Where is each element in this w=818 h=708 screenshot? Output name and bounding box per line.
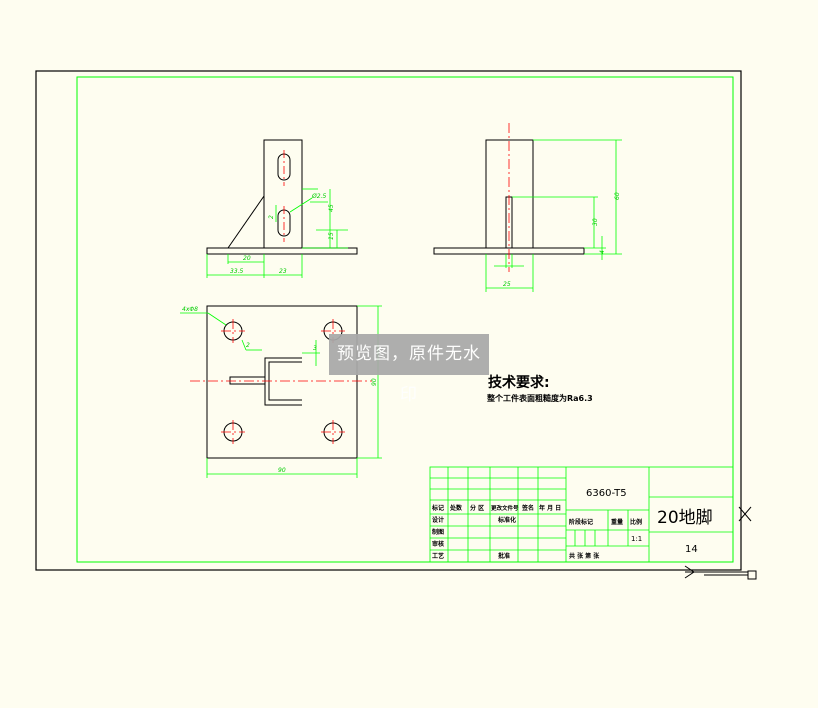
dim-plan-slot: 2 [246, 342, 250, 349]
tb-drawing-number: 6360-T5 [586, 488, 627, 499]
front-view-dimensions [206, 188, 348, 278]
tb-col-mark: 标记 [431, 504, 444, 512]
dim-overall-height: 45 [328, 204, 335, 212]
tech-req-heading: 技术要求: [488, 374, 550, 391]
ucs-arrow-icon [684, 565, 748, 579]
outer-frame [35, 70, 742, 571]
dim-base-right: 23 [279, 268, 287, 275]
tech-req-line: 整个工件表面粗糙度为Ra6.3 [486, 393, 593, 403]
tb-col-date: 年 月 日 [539, 504, 561, 512]
tb-approve: 批准 [498, 552, 510, 560]
tb-col-sign: 签名 [521, 504, 534, 512]
tb-scale-value: 1:1 [631, 535, 642, 543]
tb-weight-label: 重量 [611, 518, 623, 526]
tb-scale-label: 比例 [630, 518, 642, 526]
tb-quantity: 14 [685, 544, 698, 555]
watermark-text: 预览图，原件无水印 [337, 344, 481, 405]
dim-plan-small: 3 [313, 345, 317, 352]
dim-side-small: 4 [599, 250, 606, 254]
tb-col-count: 处数 [449, 504, 463, 512]
tb-sheet-info: 共 张 第 张 [569, 552, 600, 560]
preview-watermark: 预览图，原件无水印 [329, 334, 489, 405]
dim-slot-gap: 2 [268, 215, 275, 219]
tb-part-name: 20地脚 [657, 508, 713, 528]
tb-drafter: 制图 [432, 528, 444, 536]
dim-slot-diameter: Ø2.5 [311, 193, 326, 200]
tb-standardize: 标准化 [497, 516, 516, 524]
dim-side-width: 25 [503, 281, 511, 288]
dim-base-left: 33.5 [230, 268, 244, 275]
tb-designer: 设计 [432, 516, 444, 524]
dim-gusset: 20 [243, 255, 251, 262]
tb-process: 工艺 [432, 552, 444, 560]
tb-col-change: 更改文件号 [491, 504, 519, 512]
front-view [206, 139, 358, 255]
plan-view-centerlines [190, 319, 372, 444]
dim-plan-height: 90 [371, 378, 378, 386]
dim-side-height: 60 [614, 192, 621, 200]
crosshair-cursor-icon [704, 506, 757, 580]
tb-stage-label: 阶段标记 [569, 518, 593, 526]
tb-col-zone: 分 区 [470, 504, 484, 512]
dim-lower-height: 15 [328, 232, 335, 240]
dim-side-mid: 30 [592, 218, 599, 226]
inner-frame [76, 76, 734, 563]
dim-hole-callout: 4xΦ8 [182, 306, 198, 313]
dim-plan-width: 90 [278, 467, 286, 474]
tb-checker: 审核 [432, 540, 444, 548]
side-view-dimensions [485, 139, 622, 292]
title-block [429, 466, 734, 563]
plan-view-dimensions [180, 305, 382, 478]
